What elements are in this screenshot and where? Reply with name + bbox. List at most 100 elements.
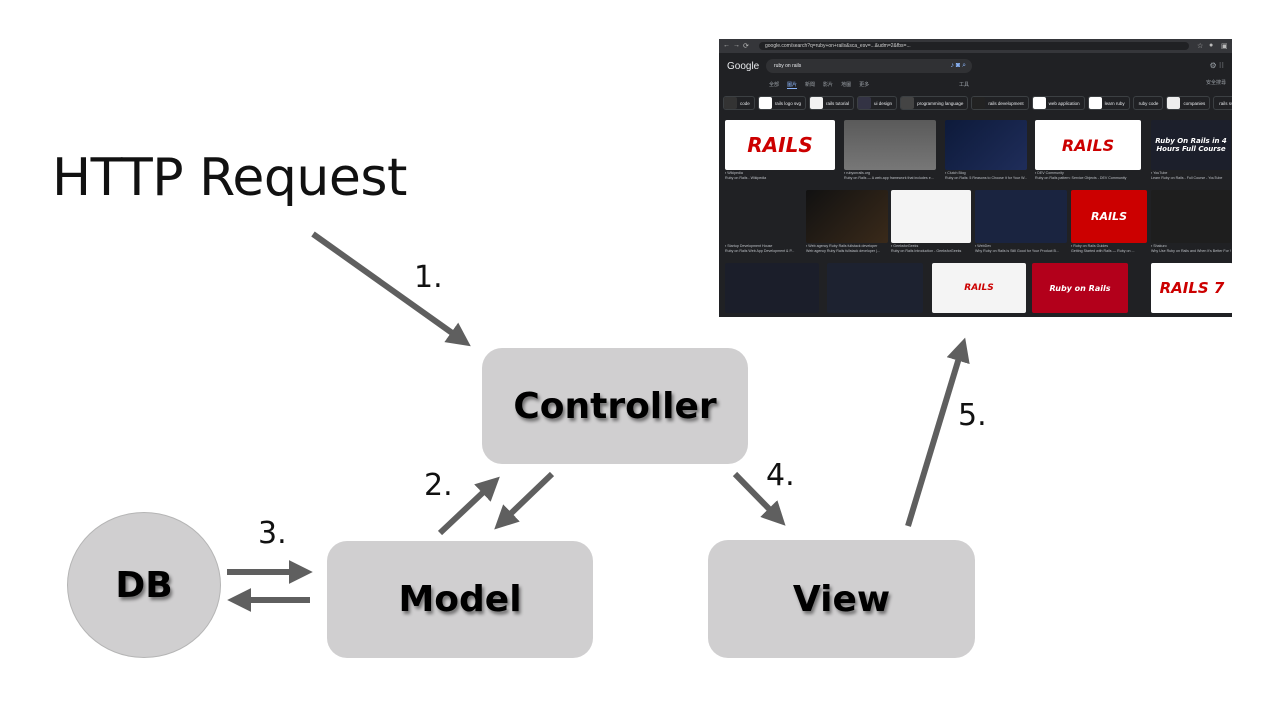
tools-label: 工具 [959,82,970,88]
suggestion-chip: rails tutorial [809,96,855,110]
step-3-label: 3. [258,516,287,551]
settings-icon: ⚙ [1209,61,1217,70]
forward-icon: → [733,42,740,49]
chip-label: rails logo svg [774,100,802,106]
suggestion-chip: web application [1031,96,1085,110]
chip-label: companies [1183,100,1206,106]
arrow-model-to-controller [437,476,500,536]
model-label: Model [398,579,522,620]
step-4-label: 4. [766,458,795,493]
suggestion-chip: code [723,96,755,110]
tab-videos: 影片 [823,82,834,88]
result-title: Ruby on Rails — A web-app framework that… [844,176,934,180]
result-source: ▪ Web agency Ruby Rails fullstack develo… [806,244,878,248]
image-thumbnail [844,120,936,170]
result-source: ▪ Startup Development House [725,244,773,248]
chip-thumbnail [901,97,915,109]
result-source: ▪ Shakuro [1151,244,1167,248]
suggestion-chips: code rails logo svg rails tutorial ui desig… [723,96,1232,110]
result-title: Ruby on Rails: 5 Reasons to Choose it fo… [945,176,1027,180]
result-source: ▪ DEV Community [1035,171,1064,175]
result-title: Why Use Ruby on Rails and When It's Bett… [1151,249,1231,253]
result-source: ▪ GeeksforGeeks [891,244,919,248]
search-tabs: 全部 圖片 新聞 影片 地圖 更多 [769,81,869,89]
image-thumbnail [975,190,1067,243]
chip-thumbnail [1167,97,1181,109]
controller-label: Controller [513,385,717,427]
image-thumbnail [806,190,888,243]
image-thumbnail: Ruby On Rails in 4 Hours Full Course [1151,120,1231,170]
suggestion-chip: ruby code [1132,96,1164,110]
result-title: Ruby on Rails Introduction - GeeksforGee… [891,249,962,253]
arrow-request-to-controller [311,231,471,347]
image-result: RAILS [932,263,1026,313]
arrow-view-to-browser [905,337,970,527]
suggestion-chip: rails logo svg [757,96,807,110]
reload-icon: ⟳ [743,43,749,50]
result-title: Ruby on Rails Web App Development & P... [725,249,795,253]
apps-icon: ⁝⁝ [1218,61,1224,70]
chip-thumbnail [758,97,772,109]
chip-label: code [740,100,750,106]
suggestion-chip: learn ruby [1087,96,1130,110]
image-thumbnail [945,120,1027,170]
result-source: ▪ YouTube [1151,171,1168,175]
search-box: ruby on rails ♪ ◙ ⌕ [766,59,972,73]
image-result: RAILS 7 [1151,263,1232,313]
db-node: DB [67,512,221,658]
step-5-label: 5. [958,398,987,433]
result-source: ▪ Clutch Blog [945,171,966,175]
image-thumbnail: Ruby on Rails [1032,263,1128,313]
chip-thumbnail [1032,97,1046,109]
browser-screenshot: ← → ⟳ google.com/search?q=ruby+on+rails&… [719,39,1232,317]
chip-thumbnail [810,97,824,109]
address-bar: ← → ⟳ google.com/search?q=ruby+on+rails&… [719,39,1232,53]
tab-news: 新聞 [805,82,816,88]
suggestion-chip: companies [1166,96,1211,110]
back-icon: ← [723,42,730,49]
tab-maps: 地圖 [841,82,852,88]
chip-label: learn ruby [1104,100,1125,106]
chip-thumbnail [972,97,986,109]
chip-label: ui design [874,100,893,106]
lens-icon: ◙ [955,62,961,69]
search-query: ruby on rails [774,63,802,69]
chip-label: rails tutorial [826,100,850,106]
chip-label: ruby code [1138,100,1159,106]
image-result [827,263,923,313]
result-title: Ruby on Rails - Wikipedia [725,176,767,180]
step-1-label: 1. [414,260,443,295]
extension-icon: ● [1209,42,1214,49]
url-field: google.com/search?q=ruby+on+rails&sca_es… [759,42,1189,50]
image-result [725,263,819,313]
chip-thumbnail [724,97,737,109]
tab-all: 全部 [769,82,780,88]
view-label: View [792,578,891,620]
suggestion-chip: programming language [900,96,969,110]
controller-node: Controller [482,348,748,464]
google-logo: Google [727,61,760,72]
db-label: DB [115,564,173,606]
result-title: Ruby on Rails pattern: Service Objects -… [1035,176,1127,180]
image-result: Ruby On Rails in 4 Hours Full Course▪ Yo… [1151,120,1231,180]
image-thumbnail [891,190,971,243]
model-node: Model [327,541,593,658]
tab-more: 更多 [859,82,870,88]
tab-images: 圖片 [787,82,798,89]
result-source: ▪ Ruby on Rails Guides [1071,244,1109,248]
view-node: View [708,540,975,658]
suggestion-chip: ui design [857,96,898,110]
image-result: Ruby on Rails [1032,263,1128,313]
bookmark-icon: ☆ [1197,43,1204,50]
suggestion-chip: rails development [971,96,1029,110]
result-title: Web agency Ruby Rails fullstack develope… [806,249,880,253]
image-thumbnail: RAILS 7 [1151,263,1232,313]
